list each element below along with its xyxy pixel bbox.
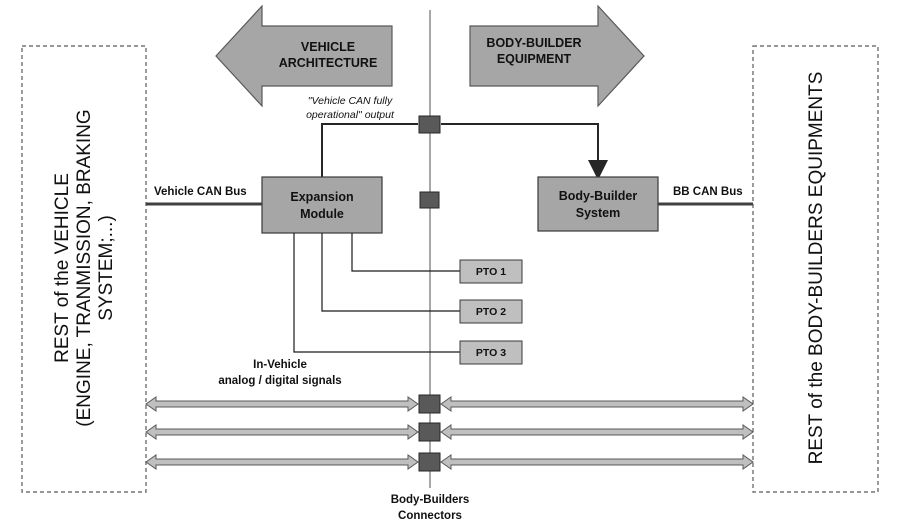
rest-of-bb-equipments-text: REST of the BODY-BUILDERS EQUIPMENTS: [806, 72, 827, 465]
body-builder-equipment-arrow: [469, 4, 645, 108]
rest-of-vehicle-text-line2: (ENGINE, TRANMISSION, BRAKING: [74, 109, 95, 426]
signal-arrow-right-2: [440, 424, 754, 440]
pto-1-wire: [351, 233, 460, 272]
body-builders-connectors-label-line2: Connectors: [398, 510, 462, 522]
pto-1-box: [459, 259, 523, 284]
pto-3-box: [459, 340, 523, 365]
expansion-module-box: [261, 176, 383, 234]
pto-2-box: [459, 299, 523, 324]
signal-arrow-left-3: [145, 454, 419, 470]
vehicle-architecture-arrow: [215, 4, 393, 108]
vehicle-architecture-label-line2: ARCHITECTURE: [279, 56, 378, 70]
expansion-module-label-line1: Expansion: [290, 190, 353, 204]
signal-arrow-left-2: [145, 424, 419, 440]
signal-connector-3: [418, 452, 441, 472]
signal-connector-1: [418, 394, 441, 414]
signal-arrow-right-1: [440, 396, 754, 412]
body-builder-system-box: [537, 176, 659, 232]
body-builder-system-label-line2: System: [576, 206, 620, 220]
in-vehicle-signals-label-line1: In-Vehicle: [253, 359, 307, 371]
vehicle-architecture-label-line1: VEHICLE: [301, 40, 355, 54]
output-note-line1: "Vehicle CAN fully: [308, 95, 393, 107]
output-connector: [418, 115, 441, 134]
can-connector: [419, 191, 440, 209]
expansion-module-label-line2: Module: [300, 207, 344, 221]
bb-can-bus-label: BB CAN Bus: [673, 186, 743, 198]
pto-1-label: PTO 1: [476, 266, 506, 278]
pto-3-label: PTO 3: [476, 347, 506, 359]
pto-3-wire: [293, 233, 460, 353]
pto-2-wire: [321, 233, 460, 312]
body-builder-system-label-line1: Body-Builder: [559, 189, 638, 203]
pto-2-label: PTO 2: [476, 306, 506, 318]
signal-arrow-left-1: [145, 396, 419, 412]
body-builders-connectors-label-line1: Body-Builders: [391, 494, 470, 506]
body-builder-equipment-label-line1: BODY-BUILDER: [486, 36, 581, 50]
can-output-line-left: [321, 123, 418, 177]
signal-connector-2: [418, 422, 441, 442]
rest-of-vehicle-panel: [21, 45, 147, 493]
rest-of-vehicle-text-line1: REST of the VEHICLE: [52, 173, 73, 363]
can-output-line-right: [441, 123, 608, 180]
rest-of-vehicle-text-line3: SYSTEM;...): [96, 215, 117, 321]
vehicle-can-bus-label: Vehicle CAN Bus: [154, 186, 247, 198]
signal-arrow-right-3: [440, 454, 754, 470]
output-note-line2: operational" output: [306, 109, 395, 121]
body-builder-equipment-label-line2: EQUIPMENT: [497, 52, 572, 66]
in-vehicle-signals-label-line2: analog / digital signals: [218, 375, 341, 387]
rest-of-bb-equipments-panel: [752, 45, 879, 493]
